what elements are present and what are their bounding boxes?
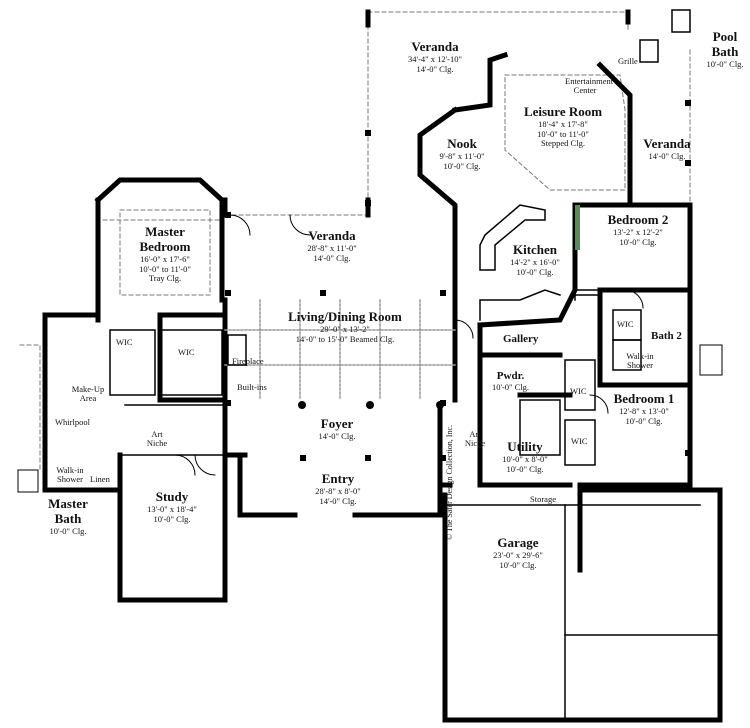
art-niche-left-label: Art Niche xyxy=(146,429,168,449)
leisure-room-ceiling: 10'-0" to 11'-0" xyxy=(537,128,589,139)
entry-name: Entry xyxy=(321,471,355,486)
copyright-text: © The Sater Design Collection, Inc. xyxy=(445,424,454,540)
kitchen-dims: 14'-2" x 16'-0" xyxy=(510,256,560,267)
bedroom1-name: Bedroom 1 xyxy=(613,391,675,406)
wic-label-5: WIC xyxy=(571,436,588,446)
pwdr-label: Pwdr. 10'-0" Clg. xyxy=(488,370,533,392)
foyer-label: Foyer 14'-0" Clg. xyxy=(302,416,372,442)
bedroom2-dims: 13'-2" x 12'-2" xyxy=(613,226,663,237)
pool-bath-label: Pool Bath 10'-0" Clg. xyxy=(700,29,750,70)
study-ceiling: 10'-0" Clg. xyxy=(153,513,191,524)
leisure-room-name: Leisure Room xyxy=(523,104,603,119)
entry-label: Entry 28'-8" x 8'-0" 14'-0" Clg. xyxy=(298,471,378,506)
bedroom2-ceiling: 10'-0" Clg. xyxy=(619,236,657,247)
garage-name: Garage xyxy=(497,535,539,550)
bedroom2-name: Bedroom 2 xyxy=(607,212,669,227)
bedroom1-label: Bedroom 1 12'-8" x 13'-0" 10'-0" Clg. xyxy=(604,391,684,426)
entertainment-label: Entertainment Center xyxy=(565,76,614,96)
utility-name: Utility xyxy=(507,439,543,454)
veranda-top-ceiling: 14'-0" Clg. xyxy=(416,63,454,74)
living-dining-name: Living/Dining Room xyxy=(288,309,402,324)
veranda-mid-label: Veranda 28'-8" x 11'-0" 14'-0" Clg. xyxy=(292,228,372,263)
bedroom1-dims: 12'-8" x 13'-0" xyxy=(619,405,669,416)
makeup-area-label: Make-Up Area xyxy=(71,384,105,404)
veranda-top-label: Veranda 34'-4" x 12'-10" 14'-0" Clg. xyxy=(395,39,475,74)
utility-ceiling: 10'-0" Clg. xyxy=(506,463,544,474)
pwdr-name: Pwdr. xyxy=(496,370,525,382)
veranda-mid-ceiling: 14'-0" Clg. xyxy=(313,252,351,263)
master-bedroom-dims: 16'-0" x 17'-6" xyxy=(140,253,190,264)
nook-ceiling: 10'-0" Clg. xyxy=(443,160,481,171)
living-dining-dims: 29'-0" x 13'-2" xyxy=(320,323,370,334)
kitchen-label: Kitchen 14'-2" x 16'-0" 10'-0" Clg. xyxy=(500,242,570,277)
veranda-top-dims: 34'-4" x 12'-10" xyxy=(408,53,462,64)
builtins-label: Built-ins xyxy=(237,382,267,392)
garage-ceiling: 10'-0" Clg. xyxy=(499,559,537,570)
entry-ceiling: 14'-0" Clg. xyxy=(319,495,357,506)
walkin-shower-right-label: Walk-in Shower xyxy=(626,351,654,371)
living-dining-label: Living/Dining Room 29'-0" x 13'-2" 14'-0… xyxy=(270,309,420,344)
study-name: Study xyxy=(155,489,189,504)
linen-label: Linen xyxy=(90,474,110,484)
kitchen-name: Kitchen xyxy=(512,242,558,257)
gallery-label: Gallery xyxy=(503,333,539,345)
foyer-ceiling: 14'-0" Clg. xyxy=(318,430,356,441)
leisure-room-label: Leisure Room 18'-4" x 17'-8" 10'-0" to 1… xyxy=(513,104,613,149)
entry-dims: 28'-8" x 8'-0" xyxy=(315,485,361,496)
kitchen-ceiling: 10'-0" Clg. xyxy=(516,266,554,277)
grille-label: Grille xyxy=(618,56,638,66)
pwdr-ceiling: 10'-0" Clg. xyxy=(491,381,530,392)
nook-label: Nook 9'-8" x 11'-0" 10'-0" Clg. xyxy=(432,136,492,171)
wic-label-3: WIC xyxy=(617,319,634,329)
master-bedroom-name: Master Bedroom xyxy=(139,224,191,254)
master-bedroom-ceiling: 10'-0" to 11'-0" xyxy=(139,263,191,274)
whirlpool-label: Whirlpool xyxy=(55,417,90,427)
foyer-name: Foyer xyxy=(320,416,354,431)
bedroom2-label: Bedroom 2 13'-2" x 12'-2" 10'-0" Clg. xyxy=(598,212,678,247)
veranda-top-name: Veranda xyxy=(411,39,459,54)
nook-dims: 9'-8" x 11'-0" xyxy=(439,150,485,161)
bedroom1-ceiling: 10'-0" Clg. xyxy=(625,415,663,426)
storage-label: Storage xyxy=(530,494,556,504)
master-bedroom-label: Master Bedroom 16'-0" x 17'-6" 10'-0" to… xyxy=(120,224,210,284)
art-niche-right-label: Art Niche xyxy=(464,429,486,449)
walkin-shower-left-label: Walk-in Shower xyxy=(56,465,84,485)
master-bath-ceiling: 10'-0" Clg. xyxy=(49,525,87,536)
pool-bath-name: Pool Bath xyxy=(711,29,739,59)
veranda-right-name: Veranda xyxy=(643,136,691,151)
leisure-room-note: Stepped Clg. xyxy=(541,138,585,149)
wic-label-2: WIC xyxy=(178,347,195,357)
veranda-mid-dims: 28'-8" x 11'-0" xyxy=(307,242,357,253)
utility-label: Utility 10'-0" x 8'-0" 10'-0" Clg. xyxy=(495,439,555,474)
wic-label-4: WIC xyxy=(570,386,587,396)
living-dining-ceiling: 14'-0" to 15'-0" Beamed Clg. xyxy=(295,333,395,344)
veranda-mid-name: Veranda xyxy=(308,228,356,243)
study-dims: 13'-0" x 18'-4" xyxy=(147,503,197,514)
wic-label-1: WIC xyxy=(116,337,133,347)
nook-name: Nook xyxy=(447,136,477,151)
utility-dims: 10'-0" x 8'-0" xyxy=(502,453,548,464)
veranda-right-ceiling: 14'-0" Clg. xyxy=(648,150,686,161)
fireplace-label: Fireplace xyxy=(232,356,264,366)
study-label: Study 13'-0" x 18'-4" 10'-0" Clg. xyxy=(137,489,207,524)
garage-dims: 23'-0" x 29'-6" xyxy=(493,549,543,560)
master-bedroom-note: Tray Clg. xyxy=(148,273,182,284)
master-bath-name: Master Bath xyxy=(48,496,88,526)
master-bath-label: Master Bath 10'-0" Clg. xyxy=(33,496,103,537)
veranda-right-label: Veranda 14'-0" Clg. xyxy=(637,136,697,162)
garage-label: Garage 23'-0" x 29'-6" 10'-0" Clg. xyxy=(478,535,558,570)
leisure-room-dims: 18'-4" x 17'-8" xyxy=(538,118,588,129)
pool-bath-ceiling: 10'-0" Clg. xyxy=(706,58,744,69)
bath2-label: Bath 2 xyxy=(651,330,682,342)
